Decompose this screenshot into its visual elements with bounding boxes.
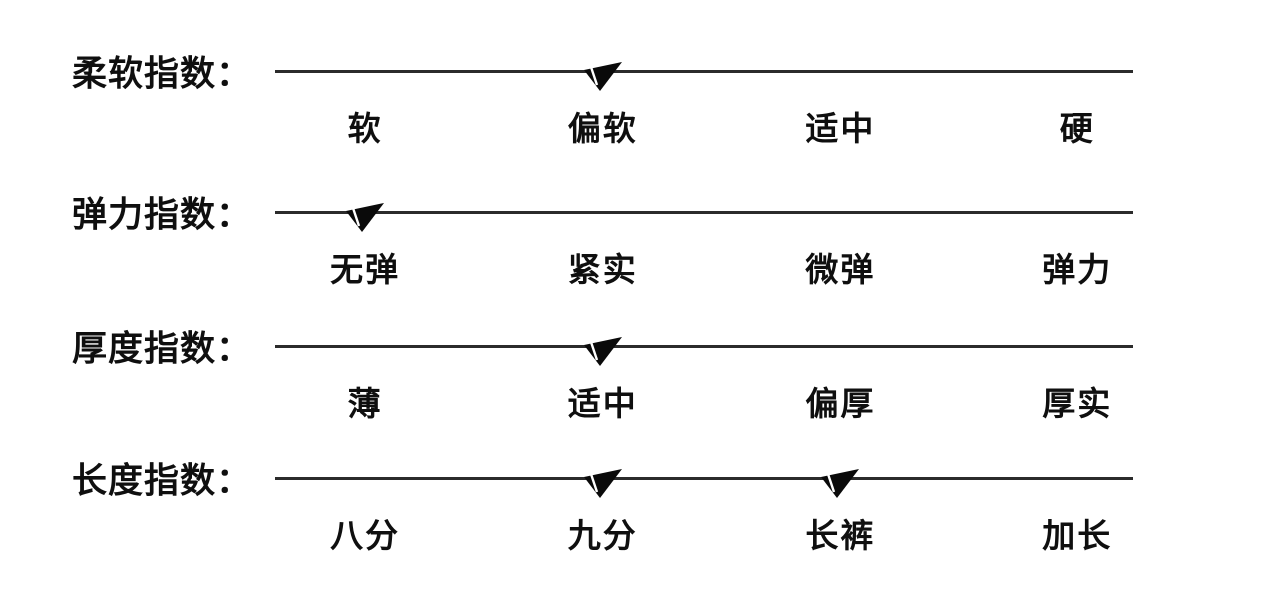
option-label: 薄	[347, 385, 383, 422]
option-label: 适中	[567, 385, 638, 422]
row-label-softness: 柔软指数：	[72, 54, 253, 94]
option-label: 弹力	[1042, 251, 1113, 288]
marker-triangle-icon	[583, 468, 623, 499]
option-label: 八分	[330, 517, 401, 554]
option-label: 偏厚	[805, 385, 876, 422]
row-label-elasticity: 弹力指数：	[72, 195, 253, 235]
option-label: 适中	[805, 110, 876, 147]
elasticity-scale-line	[275, 211, 1133, 214]
marker-triangle-icon	[583, 61, 623, 92]
option-label: 厚实	[1042, 385, 1113, 422]
length-scale-line	[275, 477, 1133, 480]
thickness-scale-line	[275, 345, 1133, 348]
softness-scale-line	[275, 70, 1133, 73]
marker-triangle-icon	[345, 202, 385, 233]
row-label-length: 长度指数：	[72, 461, 253, 501]
option-label: 偏软	[567, 110, 638, 147]
option-label: 无弹	[330, 251, 401, 288]
option-label: 硬	[1059, 110, 1095, 147]
marker-triangle-icon	[583, 336, 623, 367]
option-label: 加长	[1042, 517, 1113, 554]
marker-triangle-icon	[820, 468, 860, 499]
option-label: 长裤	[805, 517, 876, 554]
option-label: 九分	[567, 517, 638, 554]
row-label-thickness: 厚度指数：	[72, 329, 253, 369]
option-label: 微弹	[805, 251, 876, 288]
option-label: 软	[347, 110, 383, 147]
option-label: 紧实	[567, 251, 638, 288]
